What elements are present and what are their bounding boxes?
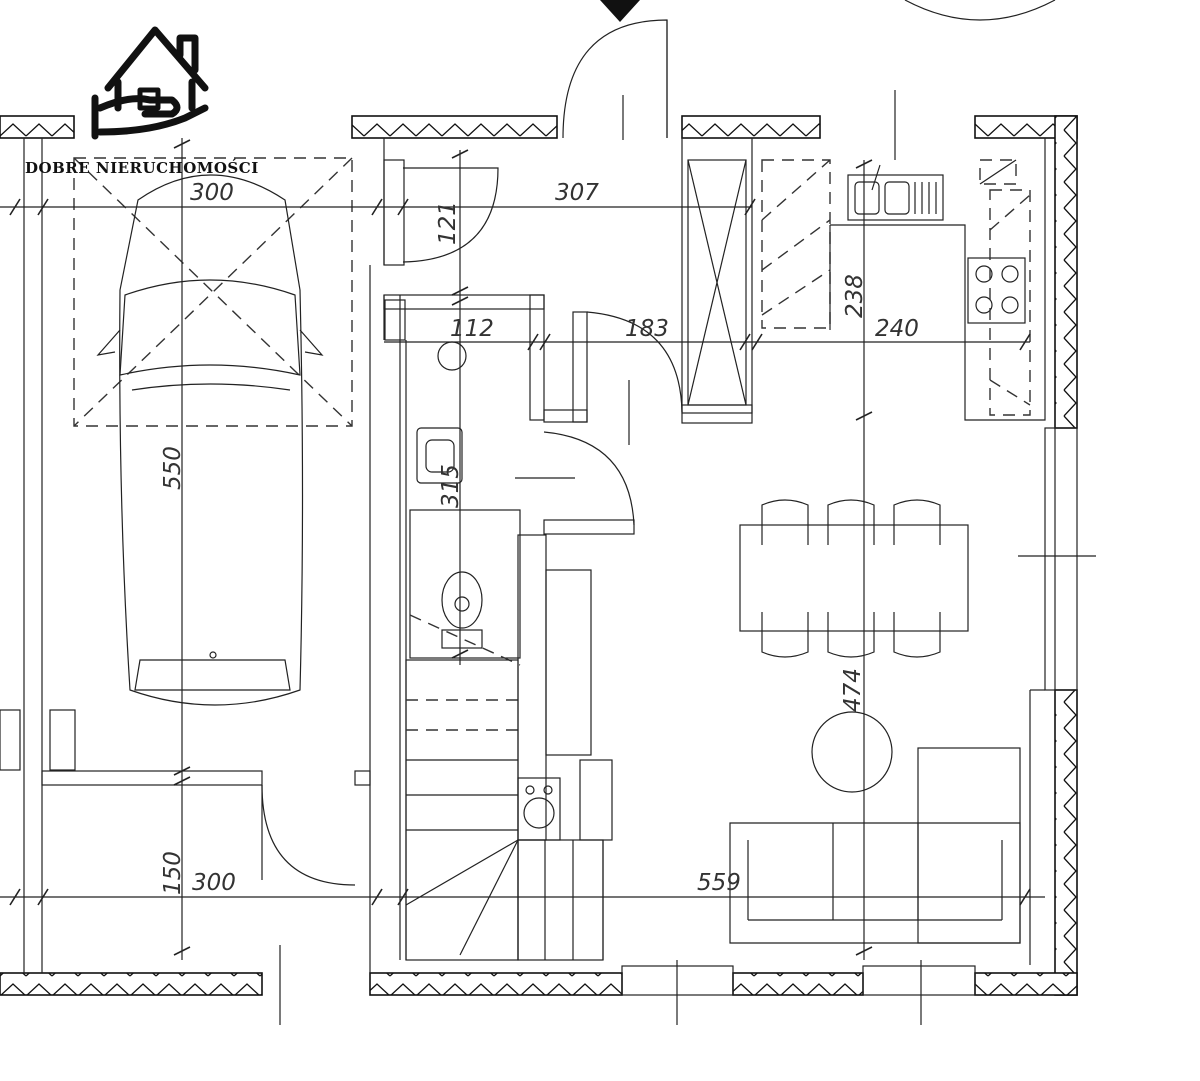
dim-garage-width-bottom: 300 bbox=[192, 870, 236, 896]
stove-icon bbox=[967, 257, 1026, 324]
dim-hall-width: 307 bbox=[555, 180, 599, 206]
dimension-lines bbox=[0, 90, 1045, 1025]
dim-hall-inner-width: 183 bbox=[625, 316, 669, 342]
house-in-hand-icon bbox=[91, 26, 209, 140]
dim-living-width: 559 bbox=[697, 870, 741, 896]
car-icon bbox=[96, 174, 324, 706]
entry-hall bbox=[383, 19, 683, 960]
dining-table bbox=[739, 499, 969, 658]
bathroom bbox=[384, 299, 467, 484]
entry-marker-icon bbox=[600, 0, 640, 22]
brand-text: DOBRE NIERUCHOMOŚCI bbox=[25, 159, 259, 177]
dim-kitchen-width: 240 bbox=[875, 316, 919, 342]
staircase bbox=[405, 534, 613, 961]
dim-wc-depth: 315 bbox=[438, 464, 464, 508]
dim-kitchen-depth: 238 bbox=[842, 274, 868, 318]
garage bbox=[0, 138, 385, 973]
kitchen-sink-icon bbox=[847, 164, 944, 221]
living-room bbox=[729, 555, 1096, 965]
dim-garage-width-top: 300 bbox=[190, 180, 234, 206]
dim-living-length: 474 bbox=[840, 668, 866, 712]
chair-icon bbox=[761, 499, 941, 658]
kitchen bbox=[681, 137, 1046, 424]
top-right-arc bbox=[904, 0, 1056, 21]
dim-garage-front: 150 bbox=[160, 851, 186, 895]
wc-toilet-icon bbox=[409, 509, 521, 666]
dim-entry-depth: 121 bbox=[435, 201, 461, 245]
brand-logo: DOBRE NIERUCHOMOŚCI bbox=[25, 26, 259, 177]
dim-bathroom-width: 112 bbox=[450, 316, 494, 342]
dim-garage-length: 550 bbox=[160, 446, 186, 490]
exterior-walls bbox=[0, 115, 1078, 996]
